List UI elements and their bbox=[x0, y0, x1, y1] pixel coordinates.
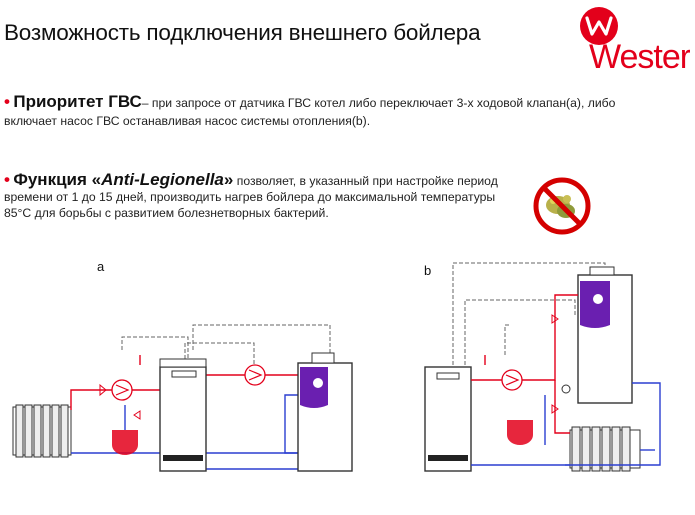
no-bacteria-icon bbox=[533, 177, 591, 235]
radiator-icon bbox=[569, 426, 641, 472]
boiler-icon bbox=[424, 366, 472, 472]
water-heater-icon bbox=[577, 266, 633, 404]
radiator-icon bbox=[12, 404, 72, 458]
page-title: Возможность подключения внешнего бойлера bbox=[4, 20, 481, 45]
priority-dash: – bbox=[141, 96, 149, 110]
priority-text: при запросе от датчика ГВС котел либо пе… bbox=[4, 96, 616, 128]
water-heater-icon bbox=[297, 352, 353, 472]
priority-heading: Приоритет ГВС bbox=[13, 92, 142, 111]
diagram-a bbox=[12, 324, 353, 472]
priority-paragraph: • Приоритет ГВС– при запросе от датчика … bbox=[4, 93, 664, 130]
legionella-text: позволяет, в указанный при настройке пер… bbox=[4, 174, 498, 220]
diagram-b bbox=[424, 262, 661, 472]
legionella-heading: Функция «Anti-Legionella» bbox=[13, 170, 234, 189]
bullet: • bbox=[4, 170, 10, 189]
bullet: • bbox=[4, 92, 10, 111]
svg-text:Wester: Wester bbox=[589, 38, 690, 76]
wester-logo: Wester bbox=[580, 7, 690, 76]
diagram-b-label: b bbox=[424, 263, 431, 278]
boiler-icon bbox=[159, 358, 207, 472]
legionella-paragraph: • Функция «Anti-Legionella» позволяет, в… bbox=[4, 170, 504, 221]
connection-diagrams: a b bbox=[12, 259, 661, 472]
diagram-a-label: a bbox=[97, 259, 105, 274]
